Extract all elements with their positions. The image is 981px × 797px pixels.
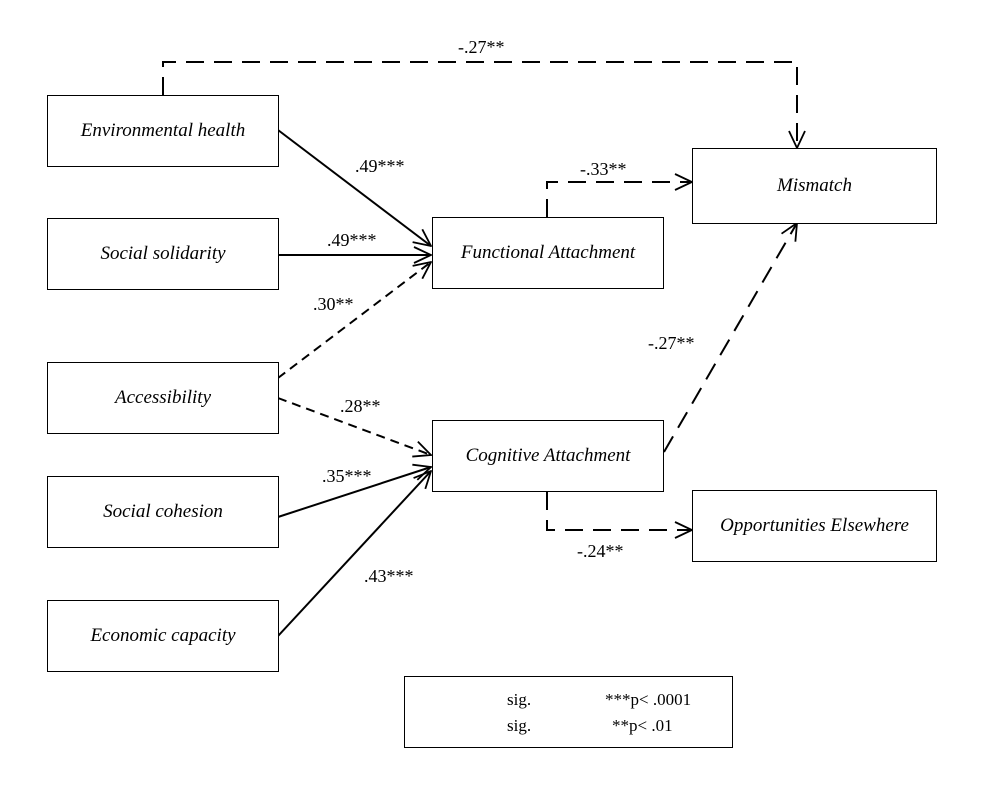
node-accessibility-label: Accessibility: [114, 387, 212, 408]
node-social-solidarity-label: Social solidarity: [100, 243, 226, 264]
node-cognitive-attachment-label: Cognitive Attachment: [465, 445, 631, 466]
node-functional-attachment: Functional Attachment: [432, 217, 664, 289]
legend-solid-label: sig.: [507, 690, 532, 709]
coef-env-to-mismatch: -.27**: [458, 37, 505, 57]
path-access-to-functional: [277, 262, 431, 379]
node-mismatch: Mismatch: [692, 148, 937, 224]
coef-functional-to-mismatch: -.33**: [580, 159, 627, 179]
legend-dashed-p: **p< .01: [612, 716, 673, 735]
legend-solid-p: ***p< .0001: [605, 690, 692, 709]
node-accessibility: Accessibility: [47, 362, 279, 434]
node-opportunities-elsewhere-label: Opportunities Elsewhere: [720, 515, 909, 536]
coef-access-to-functional: .30**: [313, 294, 354, 314]
coef-cognitive-to-opportunities: -.24**: [577, 541, 624, 561]
path-cohesion-to-cognitive: [277, 467, 431, 518]
node-cognitive-attachment: Cognitive Attachment: [432, 420, 664, 492]
coef-cognitive-to-mismatch: -.27**: [648, 333, 695, 353]
node-environmental-health-label: Environmental health: [80, 120, 246, 141]
node-social-cohesion: Social cohesion: [47, 476, 279, 548]
node-economic-capacity: Economic capacity: [47, 600, 279, 672]
path-env-to-mismatch: [162, 61, 797, 148]
node-functional-attachment-label: Functional Attachment: [460, 242, 636, 263]
path-cognitive-to-mismatch: [663, 223, 797, 453]
coef-access-to-cognitive: .28**: [340, 396, 381, 416]
coef-env-to-functional: .49***: [355, 156, 405, 176]
path-economic-to-cognitive: [277, 471, 431, 637]
path-functional-to-mismatch: [546, 182, 692, 217]
path-env-to-functional: [277, 129, 431, 246]
node-economic-capacity-label: Economic capacity: [90, 625, 236, 646]
node-mismatch-label: Mismatch: [777, 175, 852, 196]
path-access-to-cognitive: [277, 397, 431, 455]
legend-dashed-label: sig.: [507, 716, 532, 735]
coef-cohesion-to-cognitive: .35***: [322, 466, 372, 486]
node-social-solidarity: Social solidarity: [47, 218, 279, 290]
legend: [404, 676, 733, 748]
path-cognitive-to-opportunities: [546, 492, 692, 530]
coef-economic-to-cognitive: .43***: [364, 566, 414, 586]
coef-solidarity-to-functional: .49***: [327, 230, 377, 250]
node-social-cohesion-label: Social cohesion: [103, 501, 223, 522]
node-environmental-health: Environmental health: [47, 95, 279, 167]
node-opportunities-elsewhere: Opportunities Elsewhere: [692, 490, 937, 562]
